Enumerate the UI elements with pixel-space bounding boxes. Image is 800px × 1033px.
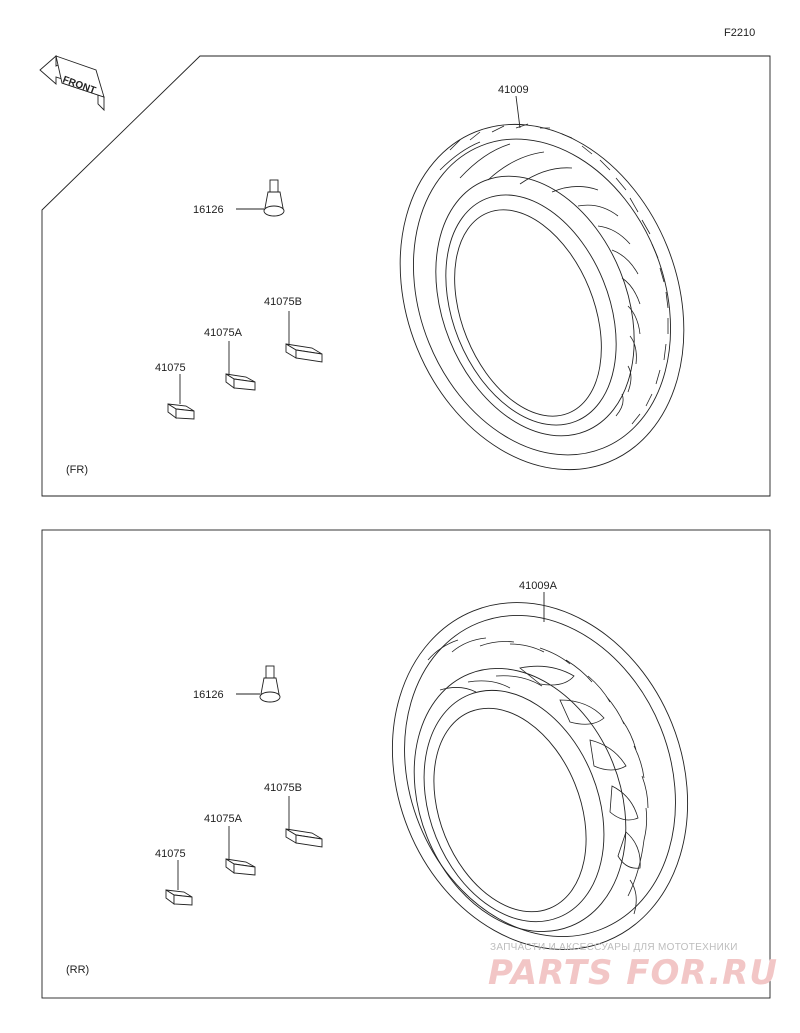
front-arrow-icon: FRONT [39, 55, 105, 112]
balance-weight-front-icon: 41075 [155, 362, 195, 420]
leader-tire-front [515, 95, 521, 129]
figure-code: F2210 [724, 27, 755, 39]
watermark-title: PARTS FOR.RU [488, 953, 778, 993]
label-tire-front: 41009 [498, 84, 529, 96]
label-weight-a-rear: 41075A [204, 813, 243, 825]
valve-front-icon: 16126 [193, 179, 285, 217]
panel-rear-tag: (RR) [66, 964, 89, 976]
balance-weight-rear-icon: 41075 [155, 848, 193, 906]
panel-front: FRONT 41009 16126 [39, 55, 771, 497]
label-valve-rear: 16126 [193, 689, 224, 701]
balance-weight-a-rear-icon: 41075A [204, 813, 256, 876]
balance-weight-a-front-icon: 41075A [204, 327, 256, 391]
balance-weight-b-rear-icon: 41075B [264, 782, 323, 848]
label-weight-a-front: 41075A [204, 327, 243, 339]
panel-front-border [41, 55, 771, 497]
panel-rear-border [41, 529, 771, 999]
watermark-subtitle: ЗАПЧАСТИ И АКСЕССУАРЫ ДЛЯ МОТОТЕХНИКИ [490, 942, 738, 953]
balance-weight-b-front-icon: 41075B [264, 296, 323, 363]
watermark-logo: ЗАПЧАСТИ И АКСЕССУАРЫ ДЛЯ МОТОТЕХНИКИ PA… [488, 942, 778, 993]
tire-front: 41009 [399, 84, 685, 471]
valve-rear-icon: 16126 [193, 665, 281, 703]
label-weight-front: 41075 [155, 362, 186, 374]
label-valve-front: 16126 [193, 204, 224, 216]
tire-rear: 41009A [391, 580, 689, 950]
panel-front-tag: (FR) [66, 464, 88, 476]
panel-rear: 41009A 16126 41075B 41075A [41, 529, 771, 999]
label-weight-b-rear: 41075B [264, 782, 302, 794]
label-tire-rear: 41009A [519, 580, 558, 592]
label-weight-b-front: 41075B [264, 296, 302, 308]
label-weight-rear: 41075 [155, 848, 186, 860]
